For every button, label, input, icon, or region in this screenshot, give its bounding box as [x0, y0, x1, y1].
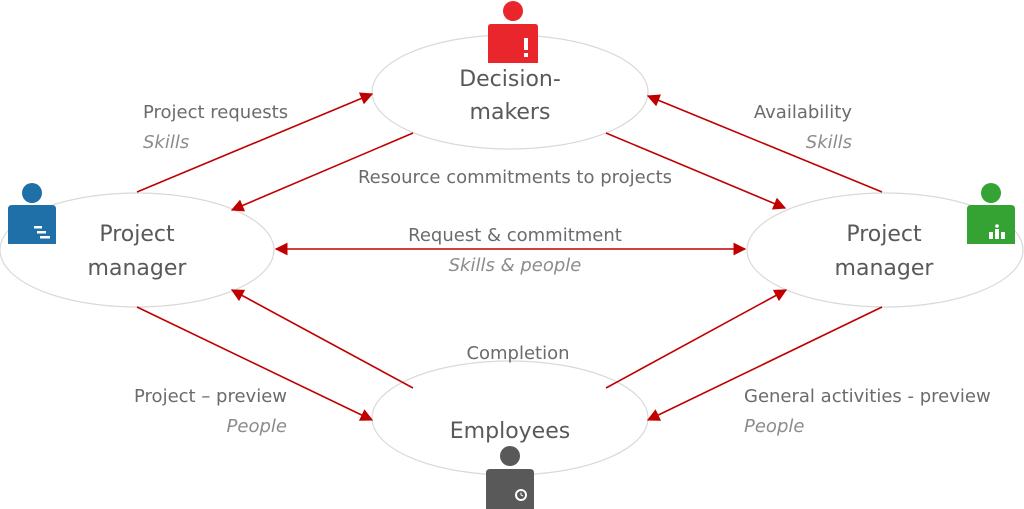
availability-label: Availability: [754, 102, 852, 123]
project-preview-sub: People: [227, 416, 287, 437]
project-requests-label: Project requests: [143, 102, 288, 123]
completion-label: Completion: [466, 343, 569, 364]
decision-makers-label-2: makers: [470, 100, 551, 125]
arrow-pm-left-to-decision: [136, 92, 374, 193]
pm-left-label-2: manager: [88, 256, 188, 281]
pm-left-label-1: Project: [99, 222, 175, 247]
pm-right-label-1: Project: [846, 222, 922, 247]
request-commitment-sub: Skills & people: [449, 255, 582, 276]
project-manager-right-node: [746, 192, 1024, 308]
general-preview-label: General activities - preview: [744, 386, 991, 407]
decision-maker-person-icon: [488, 1, 538, 63]
employees-label: Employees: [450, 419, 570, 444]
employee-person-icon: [486, 446, 534, 509]
pm-right-label-2: manager: [835, 256, 935, 281]
arrow-employees-to-pm-right: [605, 289, 788, 389]
resource-commitments-label: Resource commitments to projects: [358, 167, 672, 188]
project-requests-sub: Skills: [143, 132, 189, 153]
decision-makers-label-1: Decision-: [459, 67, 561, 92]
general-preview-sub: People: [744, 416, 804, 437]
arrow-pm-right-to-decision: [646, 94, 883, 193]
arrow-pm-left-to-employees: [136, 306, 374, 421]
arrow-decision-to-pm-right: [605, 132, 787, 210]
request-commitment-label: Request & commitment: [408, 225, 622, 246]
arrow-employees-to-pm-left: [230, 289, 414, 389]
project-preview-label: Project – preview: [134, 386, 287, 407]
availability-sub: Skills: [806, 132, 852, 153]
project-manager-right-person-icon: [967, 183, 1015, 244]
arrow-pm-right-to-employees: [646, 306, 883, 421]
arrow-decision-to-pm-left: [230, 132, 414, 212]
project-manager-left-person-icon: [8, 183, 56, 244]
